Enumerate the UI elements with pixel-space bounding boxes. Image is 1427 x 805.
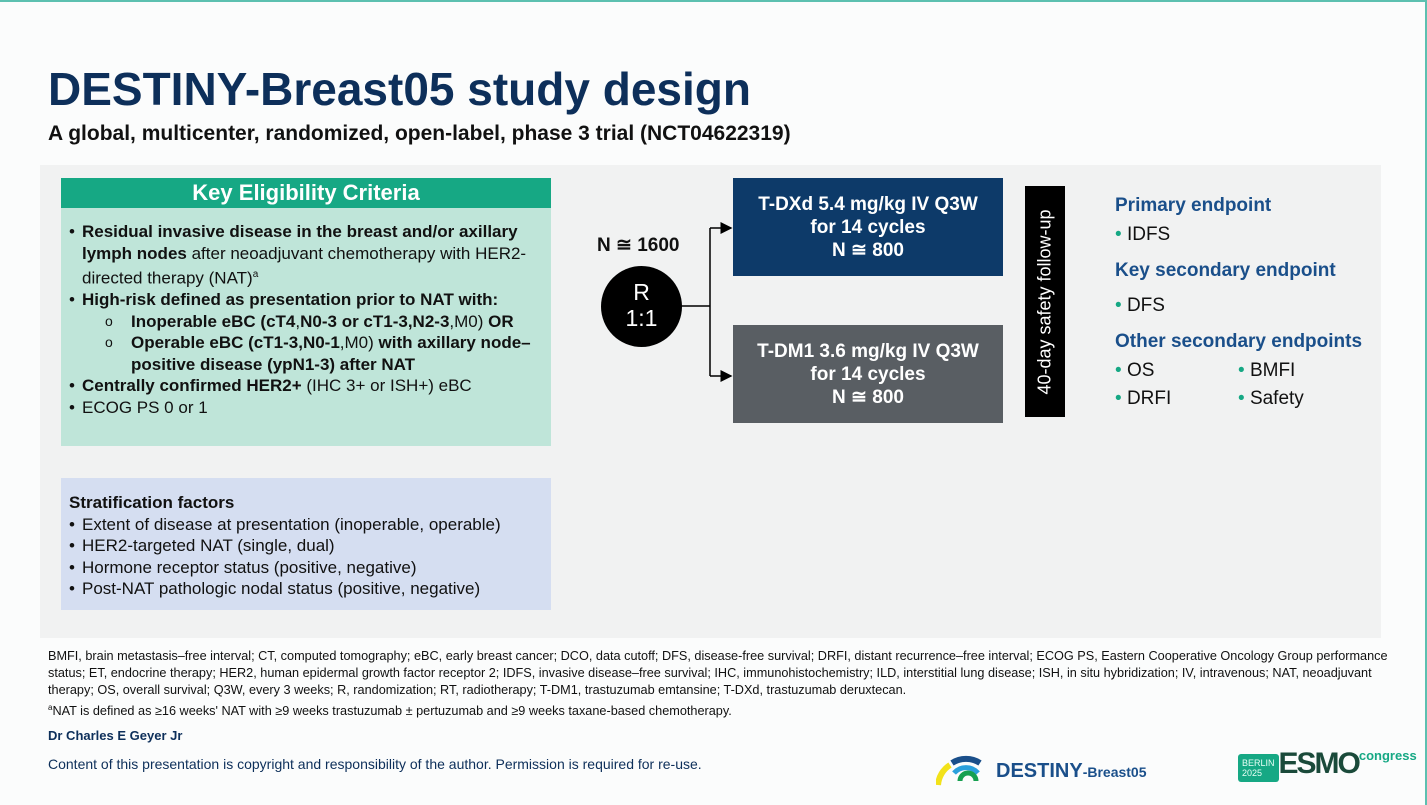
page-subtitle: A global, multicenter, randomized, open-…: [48, 122, 791, 145]
footnotes: BMFI, brain metastasis–free interval; CT…: [48, 649, 1388, 719]
endpoint-item: IDFS: [1115, 224, 1170, 246]
stratification-item: HER2-targeted NAT (single, dual): [69, 535, 543, 557]
endpoint-item: Safety: [1238, 388, 1304, 410]
stratification-item: Extent of disease at presentation (inope…: [69, 514, 543, 536]
criterion: Centrally confirmed HER2+ (IHC 3+ or ISH…: [69, 375, 541, 397]
page-title: DESTINY-Breast05 study design: [48, 63, 751, 115]
stratification-item: Hormone receptor status (positive, negat…: [69, 557, 543, 579]
other-secondary-heading: Other secondary endpoints: [1115, 331, 1363, 352]
sub-criterion: Operable eBC (cT1-3,N0-1,M0) with axilla…: [69, 332, 541, 375]
followup-bar: 40-day safety follow-up: [1025, 186, 1065, 417]
eligibility-header: Key Eligibility Criteria: [61, 178, 551, 208]
copyright: Content of this presentation is copyrigh…: [48, 756, 702, 772]
key-secondary-heading: Key secondary endpoint: [1115, 260, 1336, 281]
stratification-item: Post-NAT pathologic nodal status (positi…: [69, 578, 543, 600]
total-n: N ≅ 1600: [597, 235, 680, 256]
author: Dr Charles E Geyer Jr: [48, 728, 183, 743]
sub-criterion: Inoperable eBC (cT4,N0-3 or cT1-3,N2-3,M…: [69, 311, 541, 333]
criterion: High-risk defined as presentation prior …: [69, 289, 541, 311]
endpoint-item: OS: [1115, 360, 1154, 382]
criterion: Residual invasive disease in the breast …: [69, 221, 541, 289]
logo-arc-icon: [936, 755, 982, 786]
destiny-logo: DESTINY-Breast05: [936, 755, 1147, 787]
stratification-box: Stratification factors Extent of disease…: [61, 478, 551, 610]
endpoint-item: BMFI: [1238, 360, 1295, 382]
eligibility-box: Key Eligibility Criteria Residual invasi…: [61, 178, 551, 446]
criterion: ECOG PS 0 or 1: [69, 397, 541, 419]
stratification-header: Stratification factors: [69, 493, 235, 512]
endpoint-item: DRFI: [1115, 388, 1171, 410]
endpoint-item: DFS: [1115, 295, 1165, 317]
primary-endpoint-heading: Primary endpoint: [1115, 195, 1272, 216]
